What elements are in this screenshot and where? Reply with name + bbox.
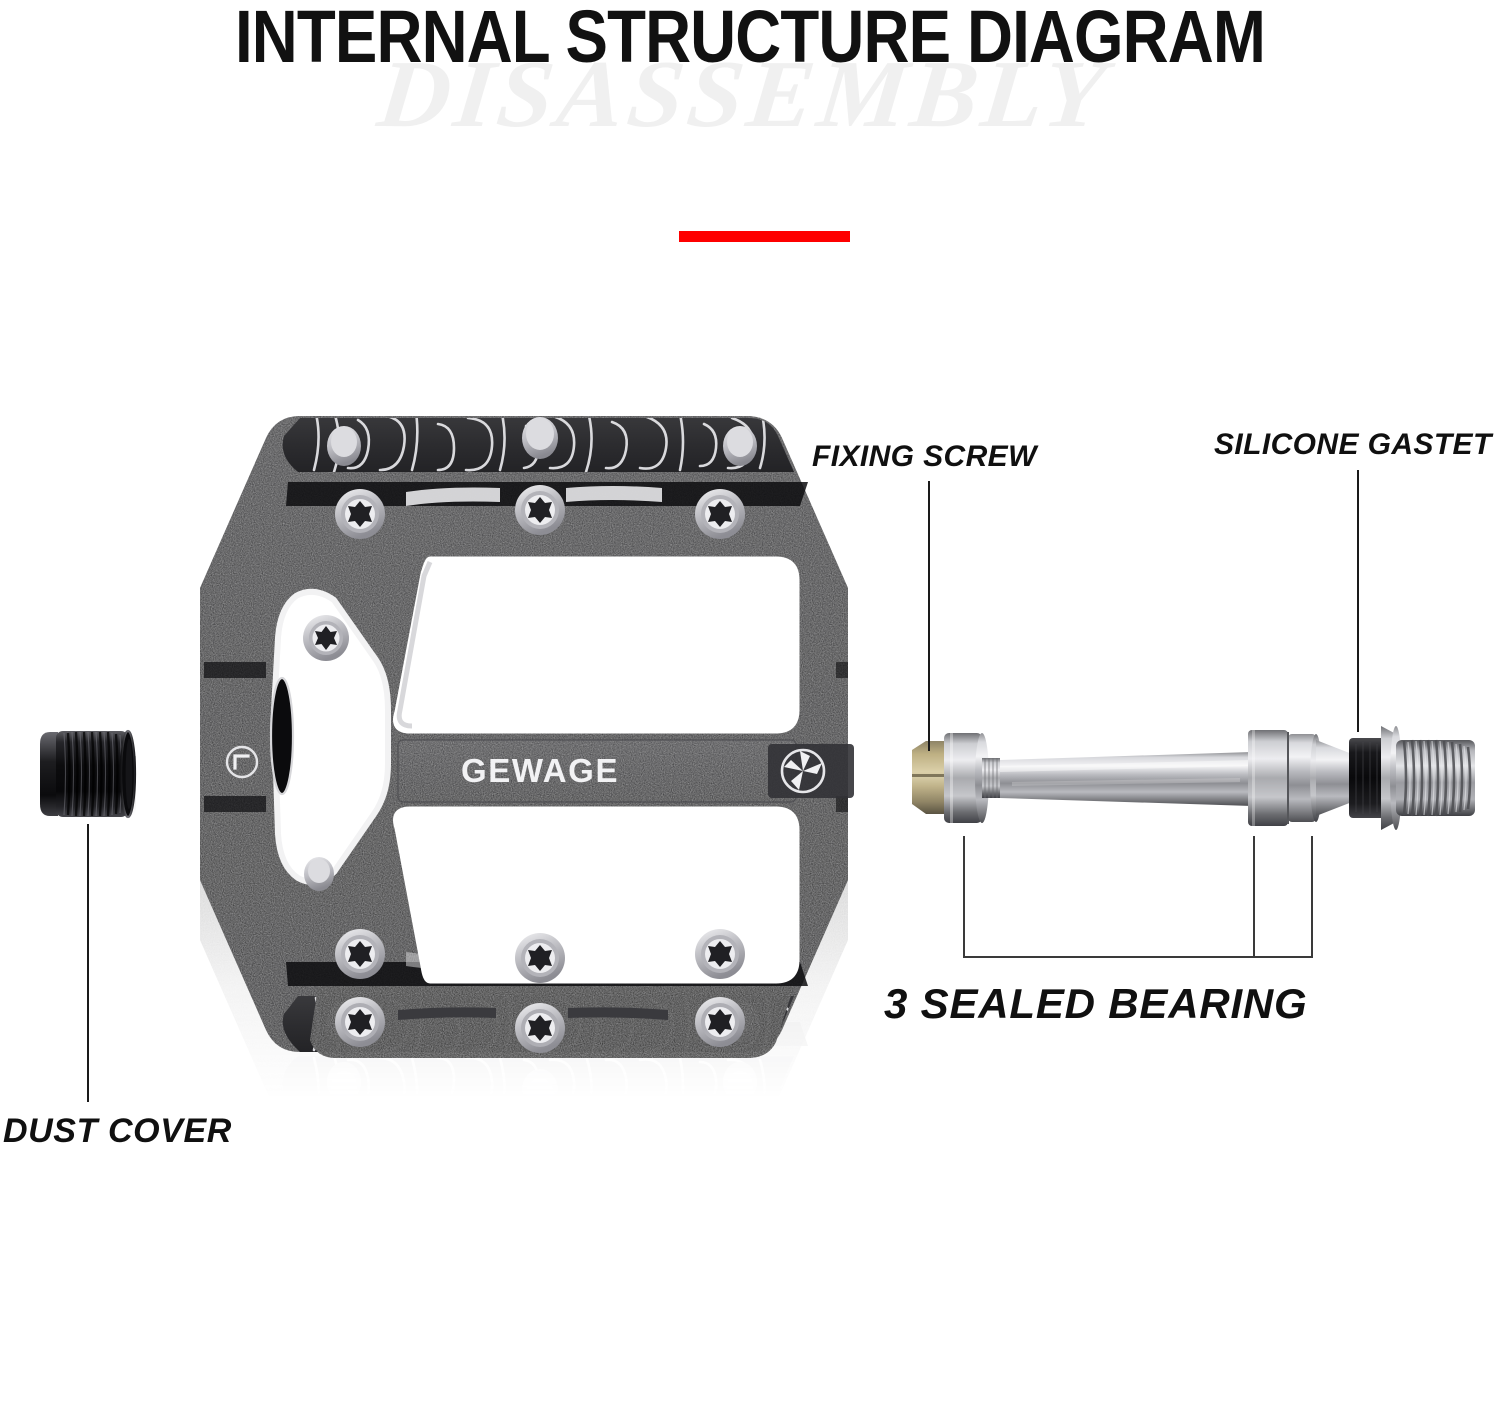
axle-threaded-end xyxy=(1396,739,1475,817)
sealed-bearing-bracket xyxy=(963,836,1313,958)
callout-sealed-bearing: 3 SEALED BEARING xyxy=(884,980,1308,1027)
fixing-screw-leader-line xyxy=(928,481,930,751)
silicone-gasket-leader-line xyxy=(1357,470,1359,732)
callout-silicone-gasket: SILICONE GASTET xyxy=(1214,428,1492,461)
callout-fixing-screw: FIXING SCREW xyxy=(812,440,1037,473)
axle-spindle-assembly xyxy=(900,716,1475,841)
axle-shaft xyxy=(1000,752,1252,806)
accent-divider-bar xyxy=(679,231,850,242)
brand-wordmark: GEWAGE xyxy=(461,752,619,789)
bearing-collar-mid xyxy=(1248,730,1322,826)
silicone-gasket-part xyxy=(1349,738,1385,818)
callout-dust-cover: DUST COVER xyxy=(3,1112,232,1150)
page-title: INTERNAL STRUCTURE DIAGRAM xyxy=(234,0,1266,78)
fixing-screw-nut xyxy=(912,741,944,814)
dust-cover-leader-line xyxy=(87,824,89,1102)
dust-cover-part xyxy=(34,722,142,826)
pedal-body: GEWAGE xyxy=(148,410,888,1122)
